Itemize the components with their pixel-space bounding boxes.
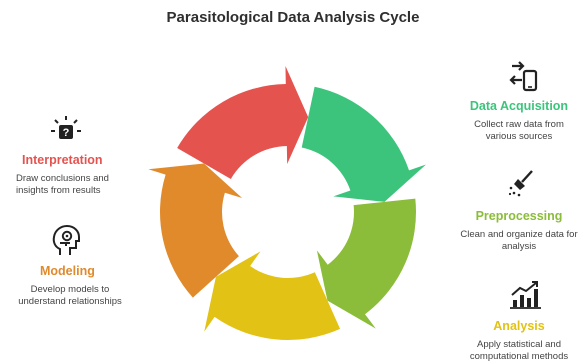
arrow-interpretation [177,66,309,179]
bar-chart-icon [508,280,542,315]
stage-modeling: Modeling Develop models to understand re… [8,264,148,308]
stage-description: Collect raw data from various sources [474,119,564,142]
arrow-data-acquisition [301,86,427,202]
arrow-preprocessing [316,198,417,329]
stage-data-acquisition: Data Acquisition Collect raw data from v… [452,99,586,143]
stage-label: Modeling [40,264,95,278]
stage-interpretation: Interpretation Draw conclusions and insi… [16,153,156,197]
stage-label: Interpretation [22,153,103,167]
stage-label: Preprocessing [475,209,563,223]
stage-description: Apply statistical and computational meth… [469,339,569,362]
stage-description: Clean and organize data for analysis [460,229,578,252]
diagram-title: Parasitological Data Analysis Cycle [166,9,420,26]
stage-label: Data Acquisition [469,99,569,113]
head-gears-icon [50,224,82,263]
svg-text:?: ? [63,127,70,139]
arrow-analysis [204,251,341,340]
stage-preprocessing: Preprocessing Clean and organize data fo… [452,209,586,253]
stage-analysis: Analysis Apply statistical and computati… [452,319,586,363]
device-sync-icon [508,58,544,97]
stage-label: Analysis [493,319,545,333]
stage-description: Develop models to understand relationshi… [18,284,122,307]
arrow-modeling [148,163,243,298]
stage-description: Draw conclusions and insights from resul… [16,173,109,196]
idea-question-icon: ? [50,114,82,151]
broom-icon [508,168,538,203]
